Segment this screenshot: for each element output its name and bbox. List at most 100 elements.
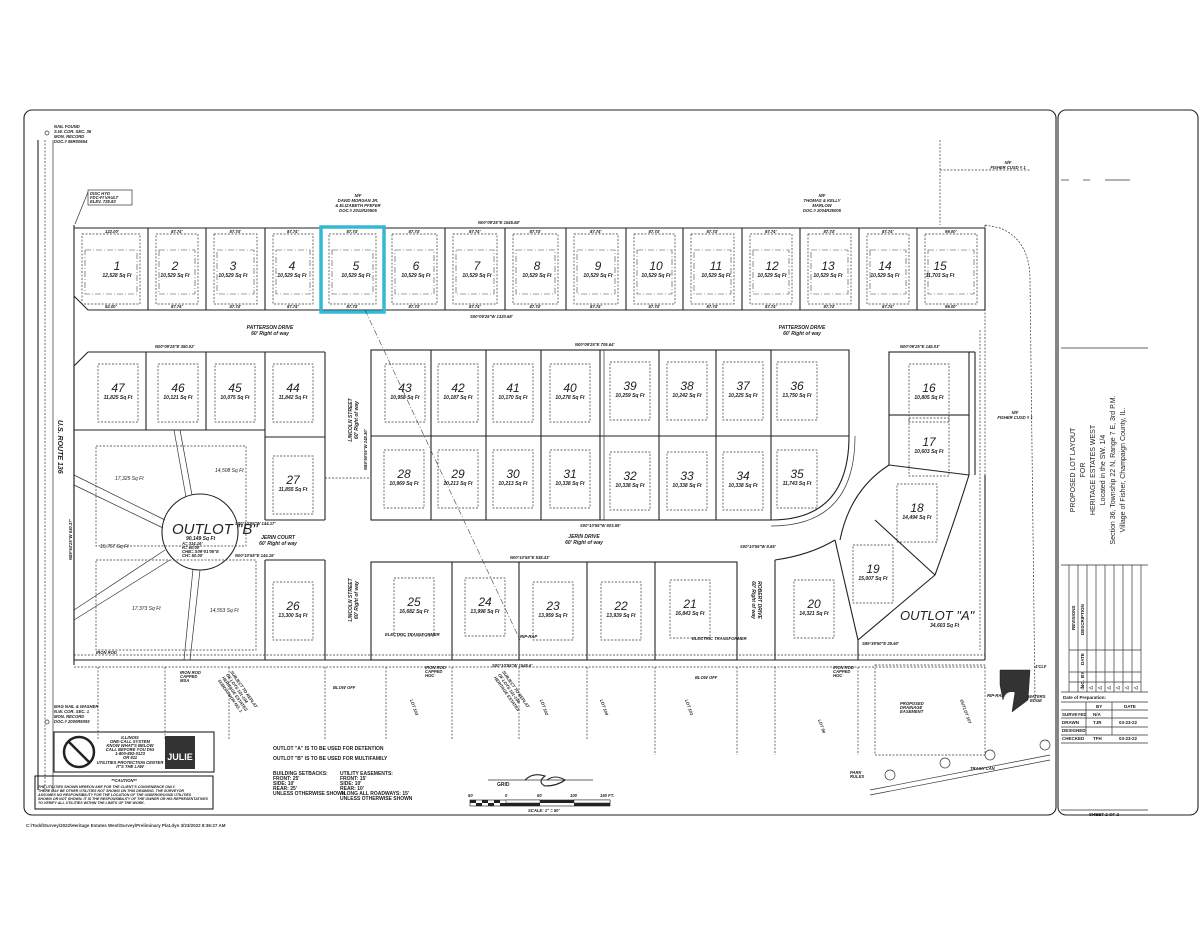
lot-3[interactable]: 310,529 Sq Ft: [218, 259, 248, 279]
svg-text:UTILITIES PROTECTION CENTER: UTILITIES PROTECTION CENTER: [97, 760, 164, 765]
lot-number: 9: [595, 259, 602, 273]
highlight-lot-5[interactable]: [319, 225, 386, 314]
lot-9[interactable]: 910,529 Sq Ft: [583, 259, 613, 279]
svg-text:DAVID MORGAN JR.: DAVID MORGAN JR.: [338, 198, 379, 203]
svg-text:RULES: RULES: [850, 774, 864, 779]
svg-text:EDGE: EDGE: [1030, 698, 1042, 703]
svg-text:FRONT: 25': FRONT: 25': [273, 776, 299, 782]
svg-text:ASSUMES NO RESPONSIBILITY FOR: ASSUMES NO RESPONSIBILITY FOR THE LOCATI…: [37, 793, 192, 797]
svg-text:ELECTRIC TRANSFORMER: ELECTRIC TRANSFORMER: [385, 632, 440, 637]
lot-5[interactable]: 510,529 Sq Ft: [341, 259, 371, 279]
svg-text:BLOW OFF: BLOW OFF: [333, 685, 356, 690]
svg-text:87.74': 87.74': [230, 229, 242, 234]
lot-8[interactable]: 810,529 Sq Ft: [522, 259, 552, 279]
svg-text:87.74': 87.74': [469, 304, 481, 309]
lot-area: 16,843 Sq Ft: [675, 611, 705, 617]
lot-area: 13,750 Sq Ft: [782, 393, 812, 399]
lot-1[interactable]: 112,528 Sq Ft: [102, 259, 132, 279]
lot-7[interactable]: 710,529 Sq Ft: [462, 259, 492, 279]
lot-area: 11,743 Sq Ft: [783, 481, 812, 487]
neighbor-fisher-cusd-top: N/F FISHER CUSD # 1: [990, 160, 1026, 170]
svg-text:60' Right of way: 60' Right of way: [259, 541, 297, 547]
svg-text:EASEMENT: EASEMENT: [900, 709, 924, 714]
lot-area: 11,855 Sq Ft: [279, 487, 308, 493]
svg-text:60' Right of way: 60' Right of way: [354, 401, 360, 439]
svg-text:CAPPED: CAPPED: [425, 669, 442, 674]
lot-6[interactable]: 610,529 Sq Ft: [401, 259, 431, 279]
svg-text:60' Right of way: 60' Right of way: [750, 581, 756, 619]
svg-text:CH= 60.00': CH= 60.00': [182, 553, 204, 558]
svg-text:DISC HYD: DISC HYD: [90, 191, 110, 196]
svg-text:THE UTILITIES SHOWN HEREON ARE: THE UTILITIES SHOWN HEREON ARE FOR THE C…: [38, 785, 176, 789]
svg-text:87.74': 87.74': [287, 229, 299, 234]
svg-text:S00°10'55"W 144.17': S00°10'55"W 144.17': [235, 521, 276, 526]
svg-text:87.74': 87.74': [287, 304, 299, 309]
svg-text:S89°39'50"E 25.60': S89°39'50"E 25.60': [862, 641, 900, 646]
svg-text:87.74': 87.74': [707, 304, 719, 309]
svg-text:KNOW WHAT'S BELOW: KNOW WHAT'S BELOW: [106, 743, 154, 748]
svg-text:CALL BEFORE YOU DIG: CALL BEFORE YOU DIG: [106, 747, 155, 752]
svg-text:60' Right of way: 60' Right of way: [251, 331, 289, 337]
svg-text:DRAINAGE: DRAINAGE: [900, 705, 923, 710]
lot-area: 10,529 Sq Ft: [401, 273, 431, 279]
lot-number: 38: [680, 379, 694, 393]
lot-number: 3: [230, 259, 237, 273]
svg-text:BY: BY: [1080, 672, 1085, 678]
svg-text:87.74': 87.74': [171, 229, 183, 234]
svg-text:SURVEYED: SURVEYED: [1062, 712, 1087, 717]
svg-text:WATERS: WATERS: [1028, 694, 1046, 699]
svg-text:TFH: TFH: [1093, 736, 1102, 741]
svg-text:ILLINOIS: ILLINOIS: [121, 735, 139, 740]
lot-area: 10,603 Sq Ft: [914, 449, 944, 455]
title-block-border: [1057, 109, 1199, 816]
lot-4[interactable]: 410,529 Sq Ft: [277, 259, 307, 279]
lot-2[interactable]: 210,529 Sq Ft: [160, 259, 190, 279]
svg-text:N00°10'55"E 538.43': N00°10'55"E 538.43': [510, 555, 550, 560]
title-line-1: PROPOSED LOT LAYOUT: [1070, 427, 1077, 512]
svg-text:87.74': 87.74': [409, 229, 421, 234]
title-line-2: FOR: [1080, 463, 1087, 478]
svg-text:87.74': 87.74': [765, 304, 777, 309]
svg-text:CAPPED: CAPPED: [833, 669, 850, 674]
caution-box: **CAUTION** THE UTILITIES SHOWN HEREON A…: [34, 775, 214, 810]
us-route-136: U.S. ROUTE 136 N89°54'25"W 630.37': [37, 140, 75, 790]
